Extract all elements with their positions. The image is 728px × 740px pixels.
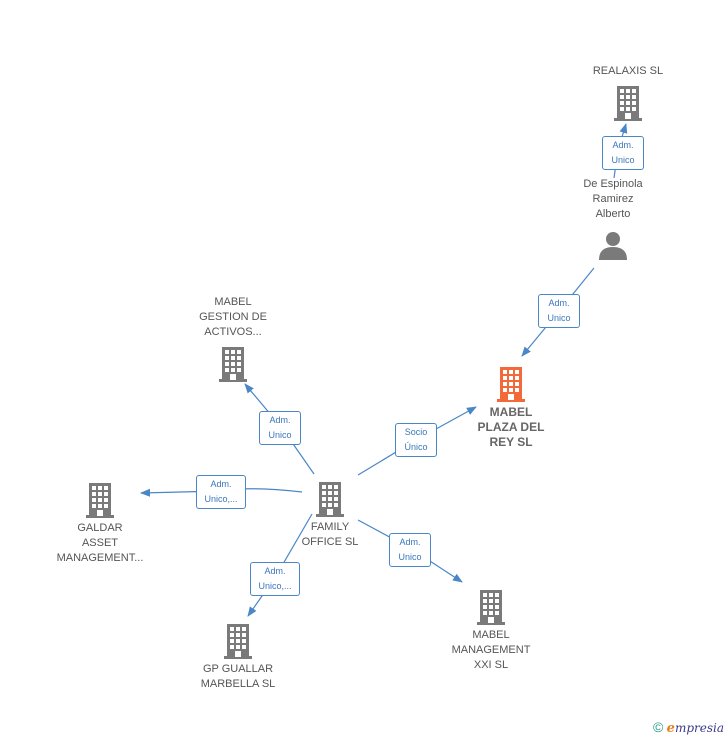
footer-brand: © empresia: [653, 719, 724, 736]
person-icon: [599, 232, 627, 260]
building-icon: [497, 367, 525, 402]
brand-logo-rest: mpresia: [674, 721, 724, 735]
building-icon: [219, 347, 247, 382]
node-label: MABEL MANAGEMENT XXI SL: [451, 629, 531, 671]
edge-label-family-mabel-plaza[interactable]: Socio Único: [395, 423, 437, 457]
node-gp-guallar[interactable]: GP GUALLAR MARBELLA SL: [188, 623, 288, 692]
edge-label-family-mabel-gestion[interactable]: Adm. Unico: [259, 411, 301, 445]
edge-label-espinola-mabel-plaza[interactable]: Adm. Unico: [538, 294, 580, 328]
node-label: MABEL GESTION DE ACTIVOS...: [199, 296, 267, 338]
building-icon: [224, 624, 252, 659]
node-mabel-plaza[interactable]: MABEL PLAZA DEL REY SL: [468, 366, 554, 450]
node-mabel-mgmt[interactable]: MABEL MANAGEMENT XXI SL: [441, 589, 541, 673]
node-galdar[interactable]: GALDAR ASSET MANAGEMENT...: [50, 482, 150, 566]
node-family-office[interactable]: FAMILY OFFICE SL: [284, 481, 376, 550]
node-espinola[interactable]: De Espinola Ramirez Alberto: [568, 177, 658, 262]
node-label: GALDAR ASSET MANAGEMENT...: [56, 522, 144, 564]
edge-label-espinola-realaxis[interactable]: Adm. Unico: [602, 136, 644, 170]
node-label: FAMILY OFFICE SL: [301, 521, 359, 548]
building-icon: [477, 590, 505, 625]
edge-label-family-mabel-mgmt[interactable]: Adm. Unico: [389, 533, 431, 567]
node-label: GP GUALLAR MARBELLA SL: [200, 663, 276, 690]
edge-label-family-gp-guallar[interactable]: Adm. Unico,...: [250, 562, 300, 596]
building-icon: [316, 482, 344, 517]
node-label: REALAXIS SL: [592, 65, 664, 77]
node-realaxis[interactable]: REALAXIS SL: [578, 64, 678, 121]
copyright-icon: ©: [652, 719, 664, 735]
edge-label-family-galdar[interactable]: Adm. Unico,...: [196, 475, 246, 509]
brand-logo-first: e: [666, 721, 675, 736]
node-label: De Espinola Ramirez Alberto: [583, 178, 643, 220]
node-label: MABEL PLAZA DEL REY SL: [477, 405, 545, 449]
building-icon: [614, 86, 642, 121]
building-icon: [86, 483, 114, 518]
node-mabel-gestion[interactable]: MABEL GESTION DE ACTIVOS...: [187, 295, 279, 382]
